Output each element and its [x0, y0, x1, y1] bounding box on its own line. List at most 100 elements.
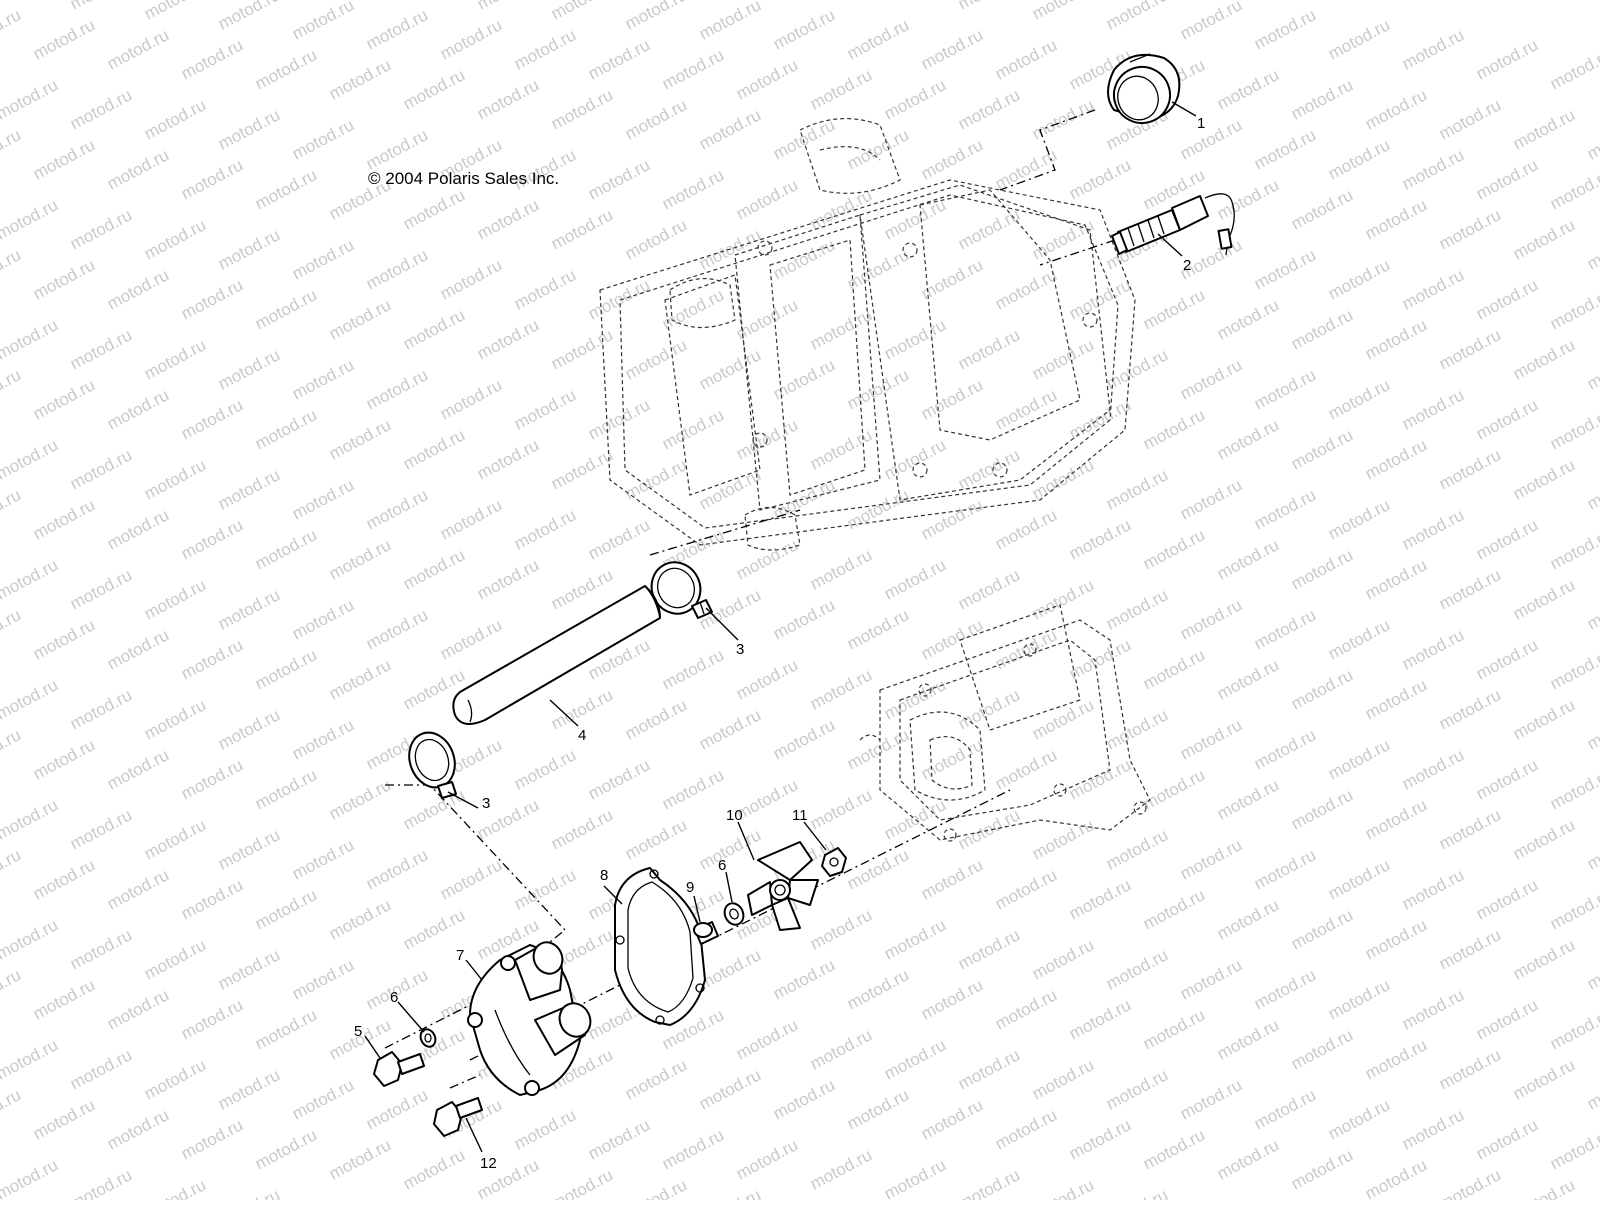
watermark-text: motod.ru [30, 15, 98, 63]
watermark-text: motod.ru [992, 35, 1060, 83]
watermark-text: motod.ru [1251, 125, 1319, 173]
water-pump-cover-part[interactable] [467, 938, 596, 1096]
watermark-text: motod.ru [1251, 605, 1319, 653]
watermark-text: motod.ru [881, 555, 949, 603]
bolt-short-part[interactable] [373, 1051, 425, 1087]
callout-9: 9 [686, 879, 694, 896]
watermark-text: motod.ru [1288, 665, 1356, 713]
watermark-text: motod.ru [289, 475, 357, 523]
watermark-text: motod.ru [733, 175, 801, 223]
watermark-text: motod.ru [1177, 835, 1245, 883]
watermark-text: motod.ru [1029, 815, 1097, 863]
watermark-text: motod.ru [1103, 0, 1171, 34]
watermark-text: motod.ru [1547, 1005, 1600, 1053]
watermark-text: motod.ru [0, 605, 24, 653]
watermark-text: motod.ru [1547, 285, 1600, 333]
watermark-text: motod.ru [770, 5, 838, 53]
watermark-text: motod.ru [1547, 405, 1600, 453]
watermark-text: motod.ru [215, 345, 283, 393]
watermark-text: motod.ru [1140, 1005, 1208, 1053]
watermark-text: motod.ru [1399, 265, 1467, 313]
watermark-text: motod.ru [0, 1085, 24, 1133]
watermark-text: motod.ru [548, 1165, 616, 1200]
watermark-text: motod.ru [844, 725, 912, 773]
watermark-text: motod.ru [141, 575, 209, 623]
callout-4: 4 [578, 727, 586, 744]
watermark-text: motod.ru [215, 225, 283, 273]
watermark-text: motod.ru [696, 825, 764, 873]
watermark-text: motod.ru [770, 955, 838, 1003]
mechanical-seal-part[interactable] [693, 921, 719, 945]
watermark-text: motod.ru [1473, 1115, 1541, 1163]
watermark-text: motod.ru [437, 255, 505, 303]
watermark-text: motod.ru [622, 0, 690, 34]
watermark-text: motod.ru [1510, 1055, 1578, 1103]
watermark-text: motod.ru [696, 945, 764, 993]
watermark-text: motod.ru [622, 95, 690, 143]
watermark-text: motod.ru [0, 725, 24, 773]
watermark-text: motod.ru [1399, 145, 1467, 193]
watermark-text: motod.ru [363, 845, 431, 893]
watermark-text: motod.ru [104, 865, 172, 913]
watermark-text: motod.ru [1362, 435, 1430, 483]
watermark-text: motod.ru [141, 815, 209, 863]
watermark-text: motod.ru [733, 655, 801, 703]
watermark-text: motod.ru [0, 1155, 61, 1200]
watermark-text: motod.ru [0, 845, 24, 893]
watermark-text: motod.ru [1103, 345, 1171, 393]
watermark-text: motod.ru [696, 465, 764, 513]
coolant-hose-part[interactable] [452, 585, 661, 725]
watermark-text: motod.ru [918, 735, 986, 783]
watermark-text: motod.ru [437, 855, 505, 903]
watermark-text: motod.ru [178, 275, 246, 323]
watermark-text: motod.ru [770, 1195, 838, 1200]
watermark-text: motod.ru [1177, 715, 1245, 763]
watermark-text: motod.ru [1214, 655, 1282, 703]
watermark-text: motod.ru [1140, 285, 1208, 333]
watermark-text: motod.ru [289, 355, 357, 403]
hose-clamp-upper-part[interactable] [643, 554, 713, 621]
watermark-text: motod.ru [1177, 355, 1245, 403]
watermark-text: motod.ru [733, 775, 801, 823]
temperature-sensor-part[interactable] [1111, 193, 1235, 256]
watermark-text: motod.ru [1436, 925, 1504, 973]
watermark-text: motod.ru [1288, 1025, 1356, 1073]
watermark-text: motod.ru [733, 1135, 801, 1183]
watermark-text: motod.ru [807, 785, 875, 833]
watermark-text: motod.ru [178, 35, 246, 83]
watermark-text: motod.ru [141, 935, 209, 983]
bolt-long-part[interactable] [433, 1097, 483, 1137]
watermark-text: motod.ru [1066, 875, 1134, 923]
washer-upper-part[interactable] [721, 900, 747, 928]
watermark-text: motod.ru [511, 865, 579, 913]
watermark-text: motod.ru [1510, 215, 1578, 263]
watermark-text: motod.ru [1288, 75, 1356, 123]
watermark-text: motod.ru [363, 605, 431, 653]
watermark-text: motod.ru [178, 395, 246, 443]
watermark-text: motod.ru [733, 1015, 801, 1063]
watermark-text: motod.ru [1288, 1145, 1356, 1193]
watermark-text: motod.ru [881, 675, 949, 723]
watermark-text: motod.ru [955, 205, 1023, 253]
watermark-text: motod.ru [1029, 95, 1097, 143]
pump-gasket-part[interactable] [614, 867, 706, 1026]
impeller-part[interactable] [747, 841, 819, 931]
thermostat-part[interactable] [1106, 53, 1181, 131]
impeller-nut-part[interactable] [821, 847, 847, 877]
watermark-text: motod.ru [289, 715, 357, 763]
watermark-text: motod.ru [955, 325, 1023, 373]
washer-lower-part[interactable] [418, 1027, 438, 1049]
watermark-text: motod.ru [770, 235, 838, 283]
watermark-text: motod.ru [141, 0, 209, 24]
watermark-text: motod.ru [252, 885, 320, 933]
watermark-text: motod.ru [67, 925, 135, 973]
watermark-text: motod.ru [289, 1075, 357, 1123]
hose-clamp-lower-part[interactable] [402, 726, 462, 799]
watermark-text: motod.ru [289, 955, 357, 1003]
watermark-text: motod.ru [0, 915, 61, 963]
watermark-text: motod.ru [1214, 775, 1282, 823]
watermark-text: motod.ru [1140, 645, 1208, 693]
watermark-text: motod.ru [807, 305, 875, 353]
watermark-text: motod.ru [363, 5, 431, 53]
